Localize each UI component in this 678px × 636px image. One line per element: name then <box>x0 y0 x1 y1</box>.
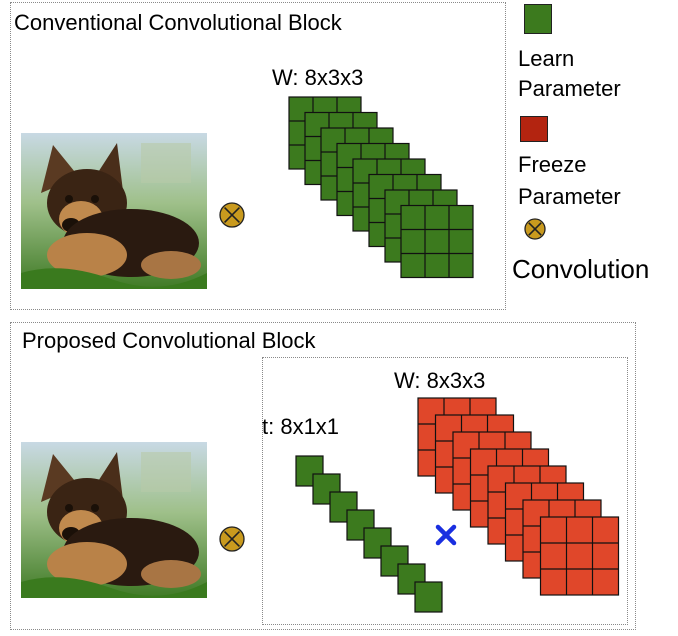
conventional-block-panel <box>10 2 506 310</box>
conventional-weight-kernel <box>400 204 474 279</box>
convolution-icon <box>219 202 245 228</box>
t-vector-cell <box>414 581 443 613</box>
proposed-block-panel <box>10 322 636 630</box>
conventional-weight-label: W: 8x3x3 <box>272 65 364 90</box>
proposed-convolution-icon <box>219 526 245 552</box>
learn-parameter-swatch <box>524 4 552 34</box>
legend-convolution-icon <box>524 218 546 240</box>
input-image-dog-bottom <box>21 442 207 598</box>
proposed-t-label: t: 8x1x1 <box>262 414 340 439</box>
convolution-label: Convolution <box>512 254 650 284</box>
t-vector-cell <box>312 473 341 505</box>
multiply-icon <box>435 524 457 546</box>
proposed-weights-subpanel <box>262 357 628 625</box>
t-vector-cell <box>346 509 375 541</box>
proposed-weight-label: W: 8x3x3 <box>394 368 486 393</box>
conventional-block-title: Conventional Convolutional Block <box>14 10 342 35</box>
freeze-parameter-swatch <box>520 116 548 142</box>
learn-parameter-label-line2: Parameter <box>518 76 621 101</box>
proposed-block-title: Proposed Convolutional Block <box>22 328 316 353</box>
proposed-frozen-kernel <box>539 516 620 596</box>
learn-parameter-label-line1: Learn <box>518 46 575 71</box>
freeze-parameter-label-line1: Freeze <box>518 152 587 177</box>
input-image-dog-top <box>21 133 207 289</box>
freeze-parameter-label-line2: Parameter <box>518 184 621 209</box>
